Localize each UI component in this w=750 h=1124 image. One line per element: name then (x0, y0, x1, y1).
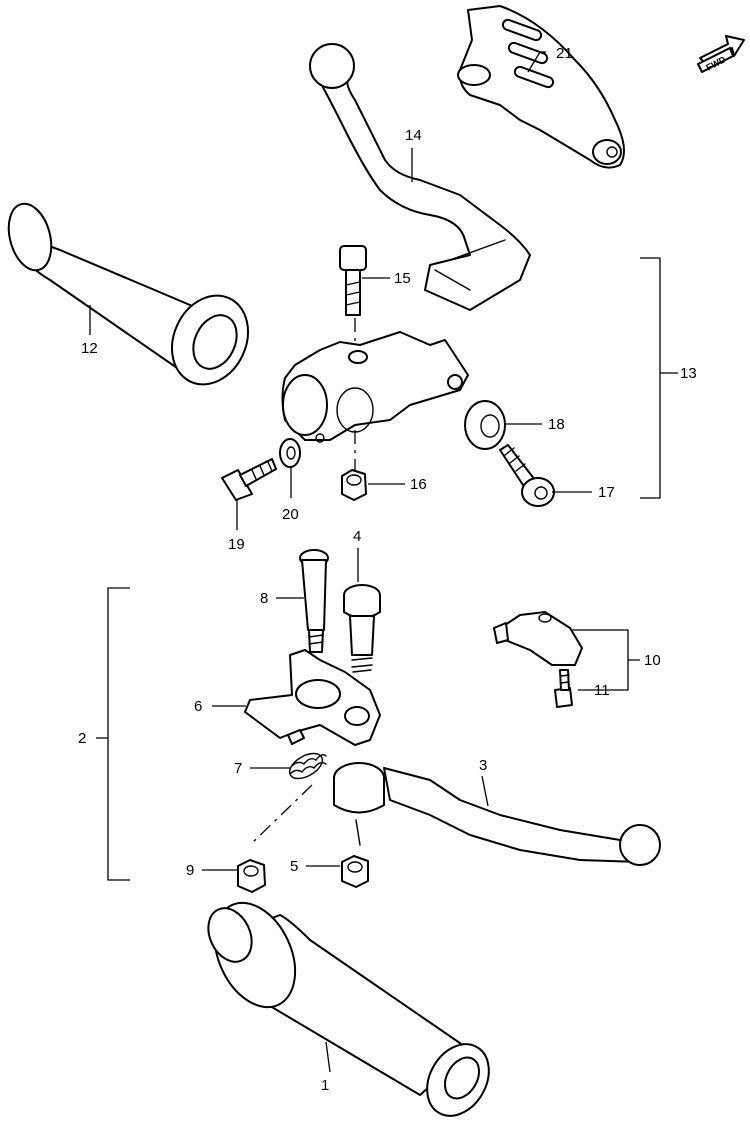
label-1: 1 (321, 1077, 329, 1094)
label-10: 10 (644, 652, 661, 669)
part-12-left-grip (7, 202, 249, 386)
fwd-arrow-icon: FWD (697, 35, 745, 73)
part-16-nut (341, 469, 367, 501)
part-19-bolt (221, 458, 277, 501)
part-5-nut (341, 855, 369, 888)
part-3-lower-lever (333, 762, 661, 866)
label-19: 19 (228, 536, 245, 553)
label-7: 7 (234, 760, 242, 777)
label-12: 12 (81, 340, 98, 357)
label-5: 5 (290, 858, 298, 875)
part-10-switch (493, 611, 583, 666)
label-14: 14 (405, 127, 422, 144)
label-11: 11 (594, 682, 610, 699)
part-11-screw (554, 669, 573, 708)
label-3: 3 (479, 757, 487, 774)
label-13: 13 (680, 365, 697, 382)
part-20-washer (279, 438, 301, 468)
part-15-bolt (339, 245, 367, 316)
label-4: 4 (353, 528, 361, 545)
label-21: 21 (556, 45, 573, 62)
label-8: 8 (260, 590, 268, 607)
part-4-collar (343, 584, 381, 673)
part-14-upper-lever (309, 43, 531, 311)
part-8-pivot-pin (299, 549, 329, 653)
label-15: 15 (394, 270, 411, 287)
part-9-nut (237, 859, 266, 893)
label-2: 2 (78, 730, 86, 747)
part-17-adjuster-bolt (499, 444, 555, 507)
part-18-adjuster-nut (464, 400, 506, 450)
part-6-bracket (244, 649, 381, 746)
part-7-spring (288, 752, 327, 780)
label-16: 16 (410, 476, 427, 493)
part-13-lever-holder (281, 331, 469, 443)
label-20: 20 (282, 506, 299, 523)
part-21-housing-cover (457, 5, 625, 169)
leader-lines (89, 51, 678, 1073)
label-6: 6 (194, 698, 202, 715)
label-17: 17 (598, 484, 615, 501)
part-labels: 21 14 12 15 13 18 17 16 20 19 4 8 2 10 1… (78, 45, 697, 1094)
label-9: 9 (186, 862, 194, 879)
part-1-throttle-grip (207, 901, 490, 1117)
label-18: 18 (548, 416, 565, 433)
assembly-line-9 (249, 784, 313, 846)
